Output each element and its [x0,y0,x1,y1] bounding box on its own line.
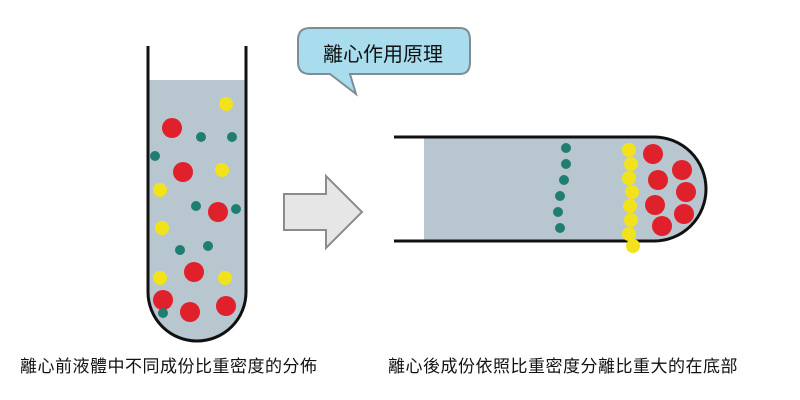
horizontal-tube-particles [553,143,696,253]
teal-particle [150,151,160,161]
yellow-particle [622,171,636,185]
yellow-particle [624,157,638,171]
yellow-particle [155,221,169,235]
yellow-particle [219,97,233,111]
teal-particle [196,132,206,142]
title-bubble [297,27,471,97]
yellow-particle [626,239,640,253]
yellow-particle [215,163,229,177]
teal-particle [553,207,563,217]
yellow-particle [622,143,636,157]
red-particle [153,290,173,310]
vertical-test-tube [146,46,248,343]
teal-particle [158,308,168,318]
yellow-particle [622,227,636,241]
red-particle [173,162,193,182]
horizontal-tube-outline [394,135,708,243]
right-arrow-icon [283,173,364,251]
red-particle [208,202,228,222]
horizontal-test-tube [394,135,708,253]
red-particle [645,195,665,215]
red-particle [162,118,182,138]
vertical-tube-outline [146,46,248,343]
red-particle [180,302,200,322]
yellow-particle [153,271,167,285]
red-particle [643,144,663,164]
diagram-title: 離心作用原理 [323,41,443,66]
vertical-tube-particles [150,97,241,322]
teal-particle [227,132,237,142]
red-particle [216,296,236,316]
yellow-particle [624,213,638,227]
teal-particle [191,201,201,211]
yellow-particle [623,199,637,213]
red-particle [652,216,672,236]
red-particle [648,170,668,190]
red-particle [676,182,696,202]
teal-particle [231,204,241,214]
yellow-particle [625,185,639,199]
teal-particle [561,159,571,169]
teal-particle [559,175,569,185]
caption-after-centrifuge: 離心後成份依照比重密度分離比重大的在底部 [388,357,738,377]
teal-particle [203,241,213,251]
caption-before-centrifuge: 離心前液體中不同成份比重密度的分佈 [20,357,318,377]
red-particle [184,262,204,282]
yellow-particle [153,183,167,197]
teal-particle [175,245,185,255]
red-particle [674,204,694,224]
teal-particle [555,191,565,201]
teal-particle [555,223,565,233]
teal-particle [561,143,571,153]
red-particle [672,160,692,180]
yellow-particle [218,271,232,285]
